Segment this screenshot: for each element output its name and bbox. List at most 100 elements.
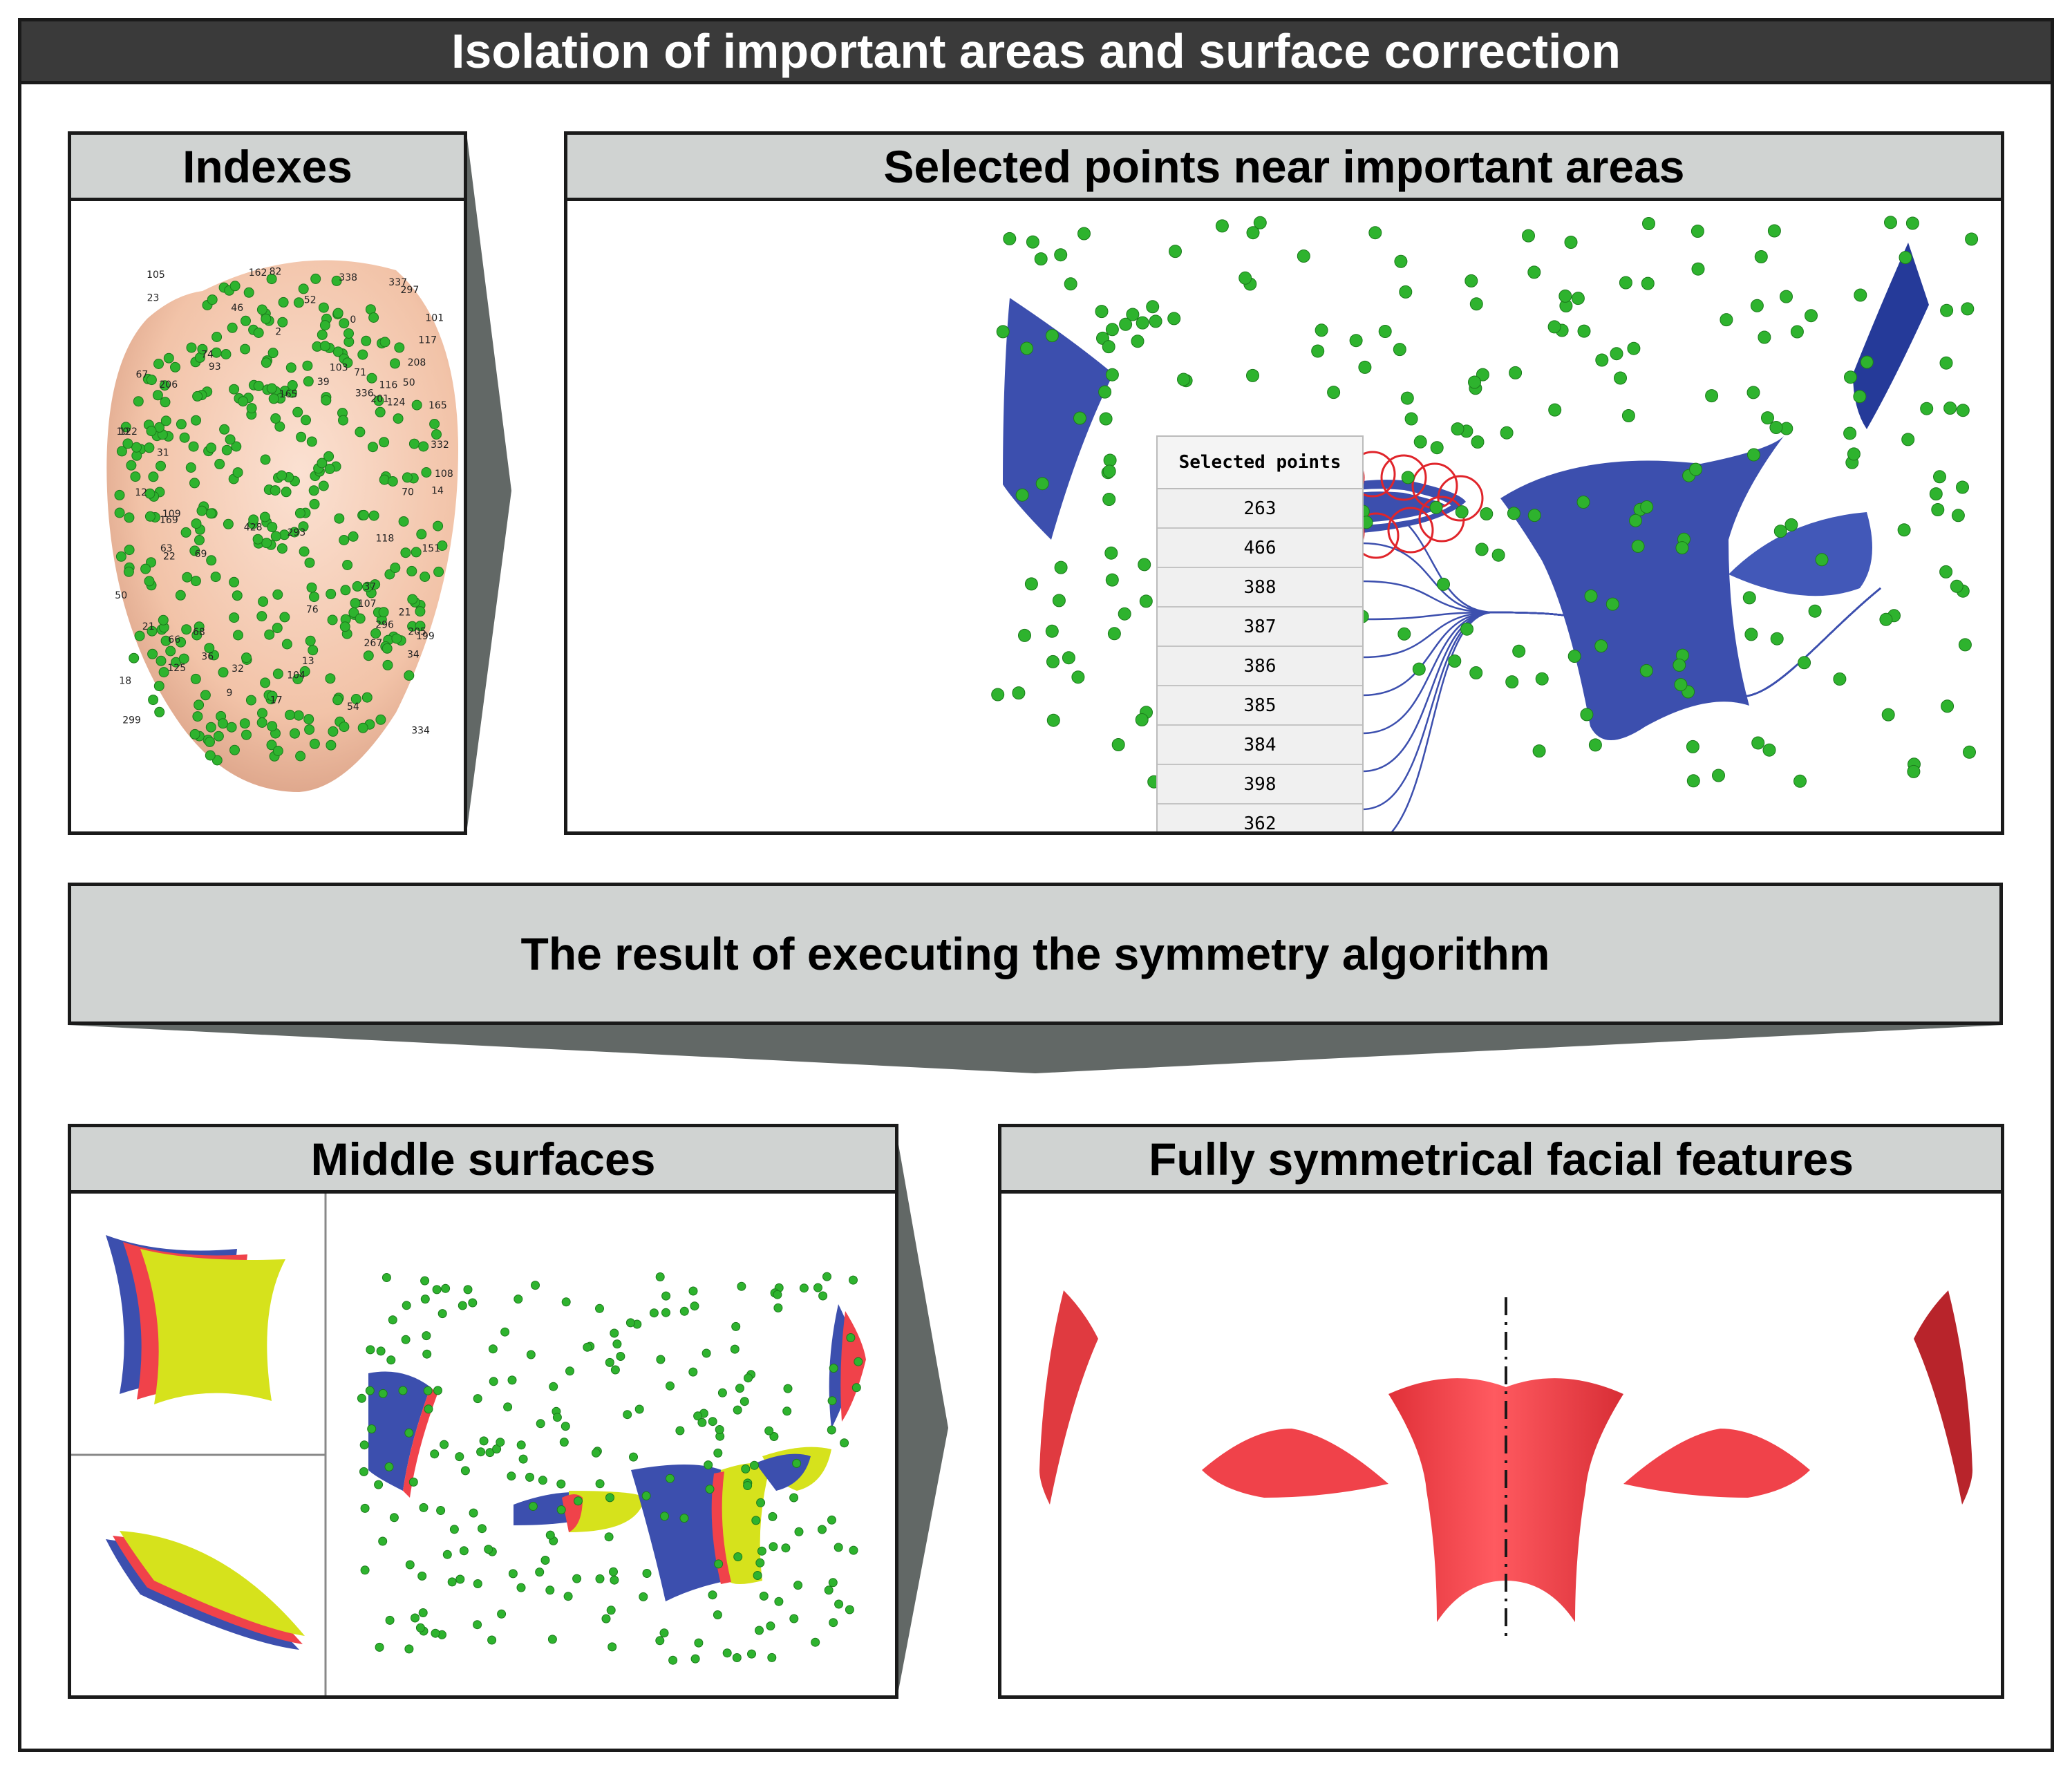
table-row: 387 bbox=[1158, 608, 1362, 647]
landmark-index-label: 74 bbox=[201, 349, 214, 360]
landmark-point bbox=[1393, 343, 1406, 357]
landmark-point bbox=[743, 1481, 753, 1490]
landmark-point bbox=[552, 1413, 562, 1422]
landmark-point bbox=[264, 629, 275, 640]
landmark-point bbox=[241, 729, 252, 740]
landmark-point bbox=[1940, 303, 1954, 317]
landmark-point bbox=[1401, 471, 1415, 484]
landmark-point bbox=[1958, 638, 1972, 652]
cheek-right-symmetric bbox=[1914, 1290, 1972, 1505]
landmark-point bbox=[733, 1405, 742, 1415]
landmark-point bbox=[433, 566, 444, 577]
landmark-index-label: 109 bbox=[162, 509, 181, 520]
landmark-point bbox=[1509, 366, 1523, 379]
landmark-index-label: 67 bbox=[136, 369, 149, 380]
landmark-point bbox=[531, 1281, 540, 1290]
landmark-point bbox=[404, 670, 415, 681]
landmark-point bbox=[207, 294, 218, 305]
landmark-point bbox=[1705, 389, 1719, 403]
landmark-point bbox=[285, 709, 295, 720]
landmark-point bbox=[415, 606, 426, 617]
landmark-point bbox=[1469, 297, 1483, 311]
landmark-point bbox=[281, 487, 292, 498]
selected-landmark-points bbox=[991, 216, 1979, 789]
landmark-point bbox=[1815, 553, 1829, 567]
landmark-point bbox=[232, 590, 243, 601]
landmark-point bbox=[1784, 518, 1798, 531]
landmark-point bbox=[625, 1318, 635, 1328]
landmark-point bbox=[387, 476, 398, 487]
landmark-point bbox=[606, 1606, 616, 1615]
landmark-point bbox=[766, 1621, 775, 1631]
landmark-point bbox=[714, 1559, 724, 1569]
landmark-index-label: 101 bbox=[425, 312, 444, 323]
landmark-point bbox=[561, 1422, 570, 1431]
landmark-point bbox=[223, 518, 234, 529]
landmark-point bbox=[1951, 509, 1965, 522]
landmark-point bbox=[365, 1386, 375, 1395]
landmark-point bbox=[368, 442, 378, 453]
landmark-point bbox=[370, 628, 382, 639]
landmark-point bbox=[378, 1388, 388, 1398]
landmark-point bbox=[253, 328, 264, 338]
landmark-point bbox=[129, 652, 140, 663]
landmark-point bbox=[229, 576, 240, 587]
landmark-index-label: 34 bbox=[407, 650, 420, 661]
landmark-index-label: 39 bbox=[317, 377, 330, 388]
landmark-point bbox=[1102, 493, 1116, 506]
symmetric-features-panel: Fully symmetrical facial features bbox=[998, 1124, 2004, 1699]
cheek-left-surface bbox=[1003, 298, 1113, 540]
landmark-point bbox=[518, 1454, 528, 1464]
landmark-point bbox=[732, 1653, 742, 1662]
landmark-point bbox=[1943, 402, 1957, 415]
landmark-index-label: 208 bbox=[408, 357, 426, 368]
landmark-point bbox=[503, 1402, 513, 1412]
landmark-point bbox=[629, 1452, 638, 1462]
landmark-point bbox=[390, 358, 400, 369]
landmark-point bbox=[176, 419, 187, 430]
cheek-left-symmetric bbox=[1039, 1290, 1098, 1505]
table-row: 384 bbox=[1158, 726, 1362, 765]
landmark-point bbox=[266, 740, 277, 751]
landmark-point bbox=[1907, 764, 1921, 778]
landmark-point bbox=[1567, 650, 1581, 663]
landmark-index-label: 293 bbox=[288, 527, 306, 538]
landmark-point bbox=[240, 343, 251, 355]
landmark-point bbox=[1138, 558, 1151, 572]
landmark-point bbox=[355, 613, 366, 624]
landmark-point bbox=[1045, 329, 1059, 343]
landmark-point bbox=[229, 384, 240, 395]
landmark-point bbox=[1884, 216, 1897, 229]
landmark-point bbox=[342, 357, 353, 368]
landmark-point bbox=[133, 396, 144, 407]
landmark-point bbox=[1064, 277, 1077, 291]
landmark-index-label: 336 bbox=[355, 388, 374, 399]
landmark-point bbox=[385, 1615, 395, 1625]
landmark-point bbox=[204, 643, 215, 654]
landmark-point bbox=[697, 1418, 707, 1427]
landmark-point bbox=[1564, 236, 1578, 249]
landmark-point bbox=[1054, 561, 1068, 574]
landmark-point bbox=[1073, 411, 1086, 425]
landmark-point bbox=[818, 1291, 828, 1301]
landmark-point bbox=[339, 621, 350, 632]
landmark-point bbox=[245, 695, 256, 706]
landmark-point bbox=[1052, 594, 1066, 608]
landmark-point bbox=[708, 1590, 717, 1600]
landmark-point bbox=[321, 395, 332, 406]
landmark-point bbox=[1939, 565, 1953, 578]
landmark-point bbox=[146, 426, 157, 437]
landmark-index-label: 54 bbox=[347, 702, 359, 713]
landmark-point bbox=[214, 458, 225, 469]
landmark-point bbox=[455, 1574, 465, 1584]
landmark-point bbox=[610, 1575, 619, 1585]
landmark-point bbox=[1071, 670, 1085, 684]
landmark-point bbox=[1397, 627, 1411, 641]
landmark-point bbox=[1430, 441, 1444, 455]
landmark-point bbox=[612, 1339, 622, 1349]
landmark-point bbox=[1956, 404, 1970, 417]
landmark-point bbox=[782, 1406, 792, 1416]
landmark-point bbox=[1105, 573, 1119, 587]
landmark-point bbox=[704, 1460, 713, 1470]
landmark-point bbox=[781, 1543, 791, 1553]
